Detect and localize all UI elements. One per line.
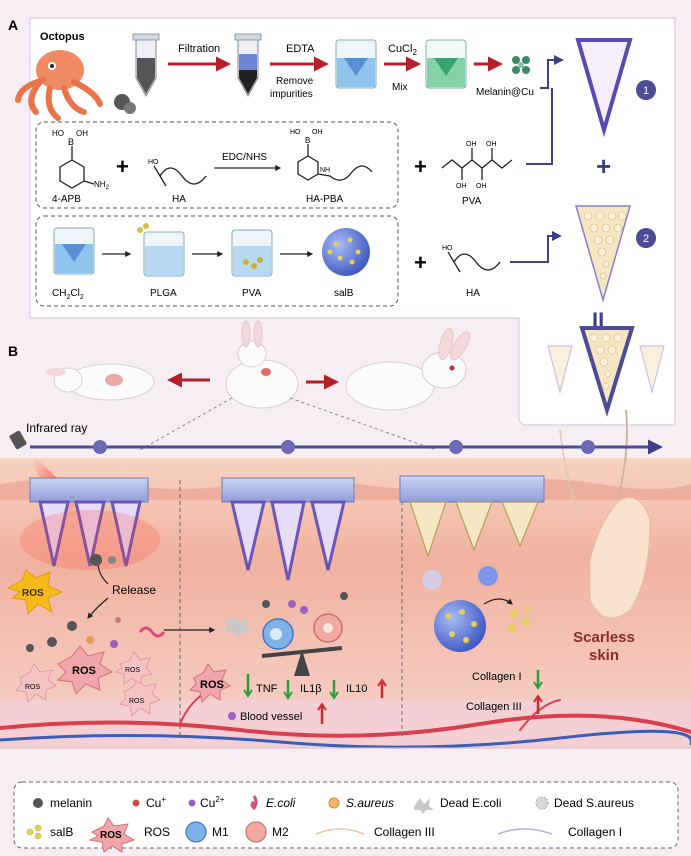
step-2-number: 2 (643, 233, 649, 245)
ha2-label: HA (466, 288, 480, 299)
ch2cl2-b: Cl (70, 288, 79, 299)
remove-label-line: Remove (276, 76, 314, 87)
legend-melanin: melanin (50, 796, 92, 810)
pba-oh: OH (312, 129, 323, 136)
ha-pba-label: HA-PBA (306, 194, 344, 205)
il10-label: IL10 (346, 683, 367, 695)
pba-nh: NH (320, 167, 330, 174)
mix-label: Mix (392, 82, 408, 93)
impurities-label-line: impurities (270, 89, 313, 100)
beaker-mix (426, 40, 466, 88)
pva-label: PVA (242, 288, 262, 299)
tnf-label: TNF (256, 683, 278, 695)
scarless-label: Scarless (573, 629, 635, 646)
ros-col1-main: ROS (72, 665, 96, 677)
il1b-label: IL1β (300, 683, 322, 695)
melanin-cu-label: Melanin@Cu (476, 87, 534, 98)
timeline (30, 440, 660, 454)
pva-oh-4: OH (476, 183, 487, 190)
rabbit-left (46, 364, 154, 400)
legend-cu2-sup: 2+ (215, 795, 224, 804)
ha2-ho: HO (442, 245, 453, 252)
legend-cu-sup: + (161, 795, 166, 804)
octopus-label: Octopus (40, 31, 85, 43)
ch2cl2-sub-2: 2 (80, 294, 84, 301)
filtration-label: Filtration (178, 43, 220, 55)
legend-ecoli: E.coli (266, 796, 296, 810)
legend-dead-saureus-icon (536, 797, 548, 809)
legend-collagen1: Collagen I (568, 825, 622, 839)
legend-melanin-icon (33, 798, 43, 808)
patch-1 (20, 478, 160, 570)
apb-ho: HO (52, 129, 64, 138)
legend-cu-icon (133, 800, 140, 807)
edta-label: EDTA (286, 43, 315, 55)
apb-label: 4-APB (52, 194, 81, 205)
blood-vessel-dot (228, 712, 236, 720)
pva-oh-2: OH (486, 141, 497, 148)
legend-cu2-text: Cu (200, 796, 215, 810)
plus-ha2: + (414, 250, 427, 275)
ha-label: HA (172, 194, 186, 205)
apb-oh: OH (76, 129, 88, 138)
legend-cu-text: Cu (146, 796, 161, 810)
legend-dead-ecoli: Dead E.coli (440, 796, 501, 810)
rabbit-center (226, 321, 298, 408)
panel-a-letter: A (8, 17, 18, 33)
pva-chem-label: PVA (462, 196, 482, 207)
cucl2-sub: 2 (412, 48, 417, 57)
release-label: Release (112, 583, 156, 597)
legend-saureus: S.aureus (346, 796, 394, 810)
plus-apb-ha: + (116, 154, 129, 179)
step-1-number: 1 (643, 85, 649, 97)
ha-o-label: HO (148, 159, 159, 166)
legend-saureus-icon (329, 798, 339, 808)
rabbit-right (346, 327, 473, 410)
legend-ros-badge: ROS (100, 830, 122, 841)
ros-col1-b: ROS (129, 698, 145, 705)
collagen3-label: Collagen III (466, 701, 522, 713)
legend-m2: M2 (272, 825, 289, 839)
pba-ho: HO (290, 129, 301, 136)
skin-label: skin (589, 647, 619, 664)
legend-salb: salB (50, 825, 73, 839)
plga-label: PLGA (150, 288, 177, 299)
legend-m2-icon (246, 822, 266, 842)
infrared-label: Infrared ray (26, 421, 87, 435)
ros-col1-c: ROS (125, 667, 141, 674)
pva-oh-1: OH (466, 141, 477, 148)
ch2cl2-a: CH (52, 288, 66, 299)
pba-b: B (305, 136, 310, 145)
beaker-edta (336, 40, 376, 88)
legend-cu2-icon (189, 800, 196, 807)
blood-vessel-label: Blood vessel (240, 711, 302, 723)
apb-nh: NH (94, 180, 106, 189)
remove-label: Remove (276, 76, 314, 87)
legend-m1: M1 (212, 825, 229, 839)
ros-col2-label: ROS (200, 679, 224, 691)
apb-b: B (68, 137, 74, 147)
beaker-ch2cl2 (54, 228, 94, 274)
salb-label: salB (334, 288, 354, 299)
plus-pva: + (414, 154, 427, 179)
legend-m1-icon (186, 822, 206, 842)
legend-collagen3: Collagen III (374, 825, 435, 839)
legend-dead-saureus: Dead S.aureus (554, 796, 634, 810)
panel-b-letter: B (8, 343, 18, 359)
plus-sign: + (596, 151, 611, 181)
cucl2-text: CuCl (388, 43, 412, 55)
pva-oh-3: OH (456, 183, 467, 190)
legend-ros: ROS (144, 825, 170, 839)
collagen1-label: Collagen I (472, 671, 522, 683)
beaker-pva (232, 230, 272, 276)
ros-yellow-label: ROS (22, 588, 44, 599)
edc-label: EDC/NHS (222, 152, 267, 163)
ros-col1-a: ROS (25, 684, 41, 691)
impurities-label: impurities (270, 89, 313, 100)
